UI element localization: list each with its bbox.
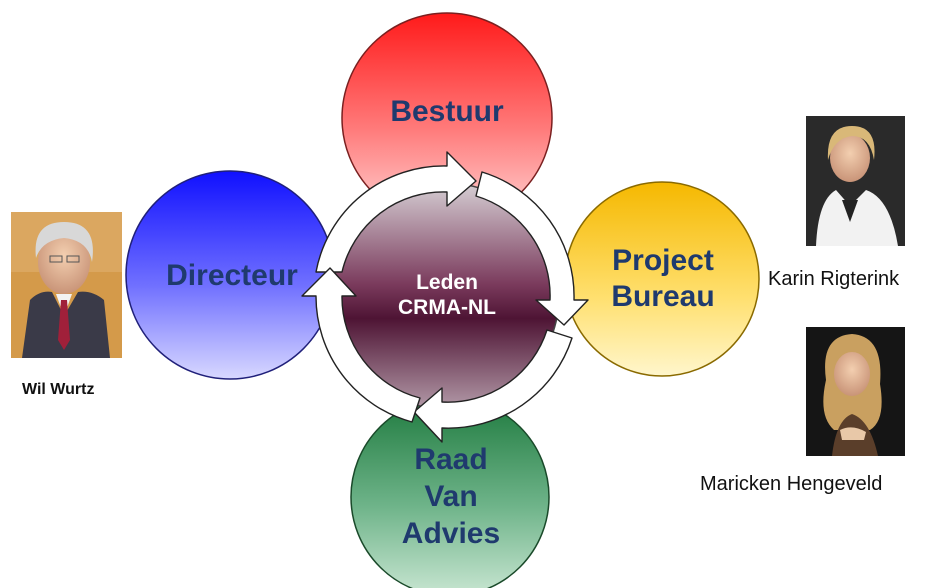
- directeur-label-text: Directeur: [166, 259, 298, 292]
- center-label-line2: CRMA-NL: [398, 296, 496, 319]
- raad-van-advies-line2: Van: [424, 480, 478, 513]
- project-bureau-line1: Project: [612, 244, 714, 277]
- directeur-label: Directeur: [146, 258, 318, 294]
- center-label-line1: Leden: [416, 271, 478, 294]
- raad-van-advies-line3: Advies: [401, 517, 501, 550]
- project-bureau-label: Project Bureau: [590, 243, 736, 315]
- arrow-raad-to-directeur: [301, 267, 421, 423]
- raad-van-advies-label: Raad Van Advies: [380, 441, 522, 552]
- cycle-arrows: [301, 151, 589, 443]
- person-two-name-caption: Maricken Hengeveld: [700, 473, 883, 495]
- wil-wurtz-photo: [11, 212, 122, 358]
- maricken-hengeveld-photo: [806, 327, 905, 456]
- arrow-directeur-to-bestuur: [315, 151, 477, 273]
- raad-van-advies-line1: Raad: [414, 443, 488, 476]
- person-one-name-caption: Karin Rigterink: [768, 268, 900, 290]
- project-bureau-line2: Bureau: [611, 280, 715, 313]
- bestuur-label-text: Bestuur: [390, 95, 504, 128]
- center-label: Leden CRMA-NL: [370, 270, 524, 320]
- director-name-caption: Wil Wurtz: [22, 381, 95, 398]
- arrow-bestuur-to-project: [475, 171, 589, 326]
- karin-rigterink-photo: [806, 116, 905, 246]
- bestuur-label: Bestuur: [370, 94, 524, 130]
